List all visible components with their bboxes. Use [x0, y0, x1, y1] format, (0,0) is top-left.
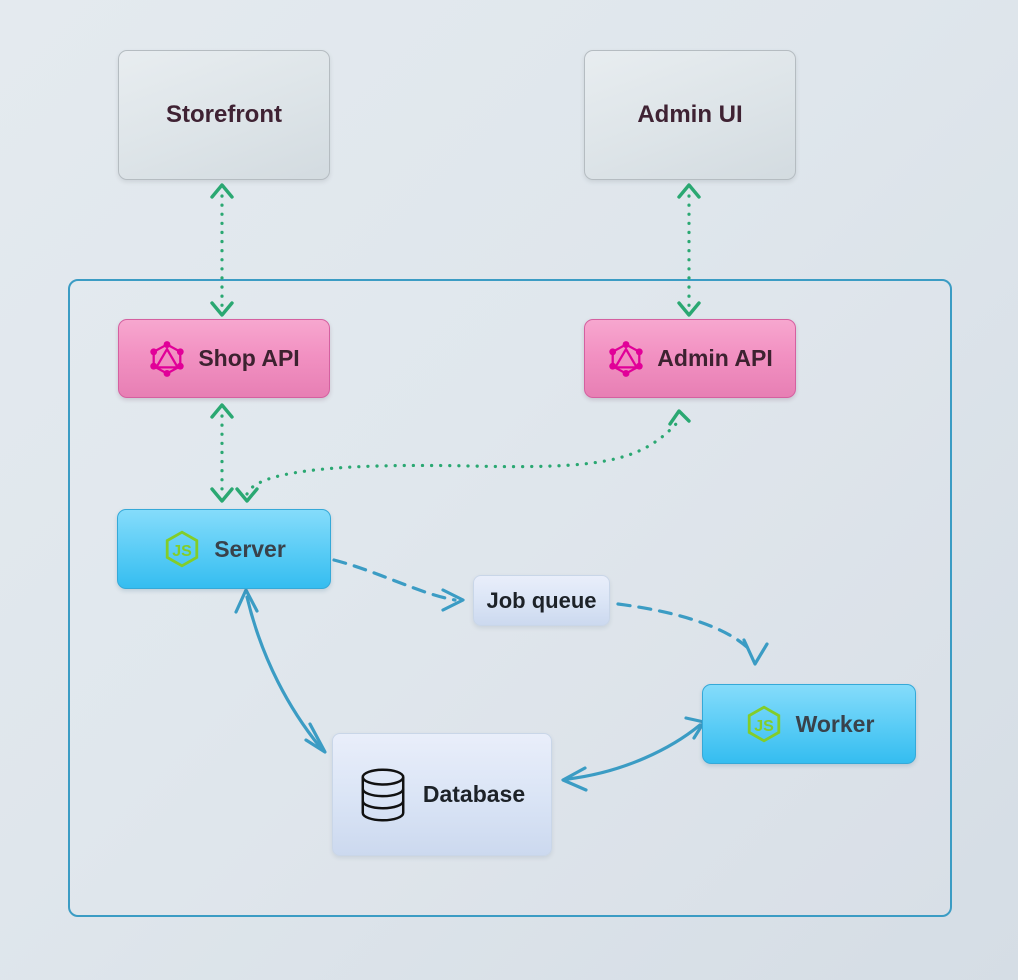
- node-database[interactable]: Database: [332, 733, 552, 856]
- nodejs-icon: JS: [744, 704, 784, 744]
- node-shop-api[interactable]: Shop API: [118, 319, 330, 398]
- node-server[interactable]: JS Server: [117, 509, 331, 589]
- graphql-icon: [148, 340, 186, 378]
- node-admin-api[interactable]: Admin API: [584, 319, 796, 398]
- node-admin-api-label: Admin API: [657, 345, 773, 371]
- node-shop-api-label: Shop API: [198, 345, 300, 371]
- node-storefront-label: Storefront: [166, 101, 282, 128]
- nodejs-icon: JS: [162, 529, 202, 569]
- node-admin-ui-label: Admin UI: [637, 101, 743, 128]
- node-job-queue[interactable]: Job queue: [473, 575, 610, 626]
- graphql-icon: [607, 340, 645, 378]
- node-worker-label: Worker: [795, 710, 875, 737]
- node-server-label: Server: [214, 535, 286, 562]
- node-database-label: Database: [422, 781, 526, 807]
- svg-text:JS: JS: [172, 543, 192, 560]
- svg-text:JS: JS: [754, 718, 774, 735]
- node-admin-ui[interactable]: Admin UI: [584, 50, 796, 180]
- database-icon: [359, 767, 407, 823]
- node-worker[interactable]: JS Worker: [702, 684, 916, 764]
- node-storefront[interactable]: Storefront: [118, 50, 330, 180]
- node-job-queue-label: Job queue: [486, 587, 597, 613]
